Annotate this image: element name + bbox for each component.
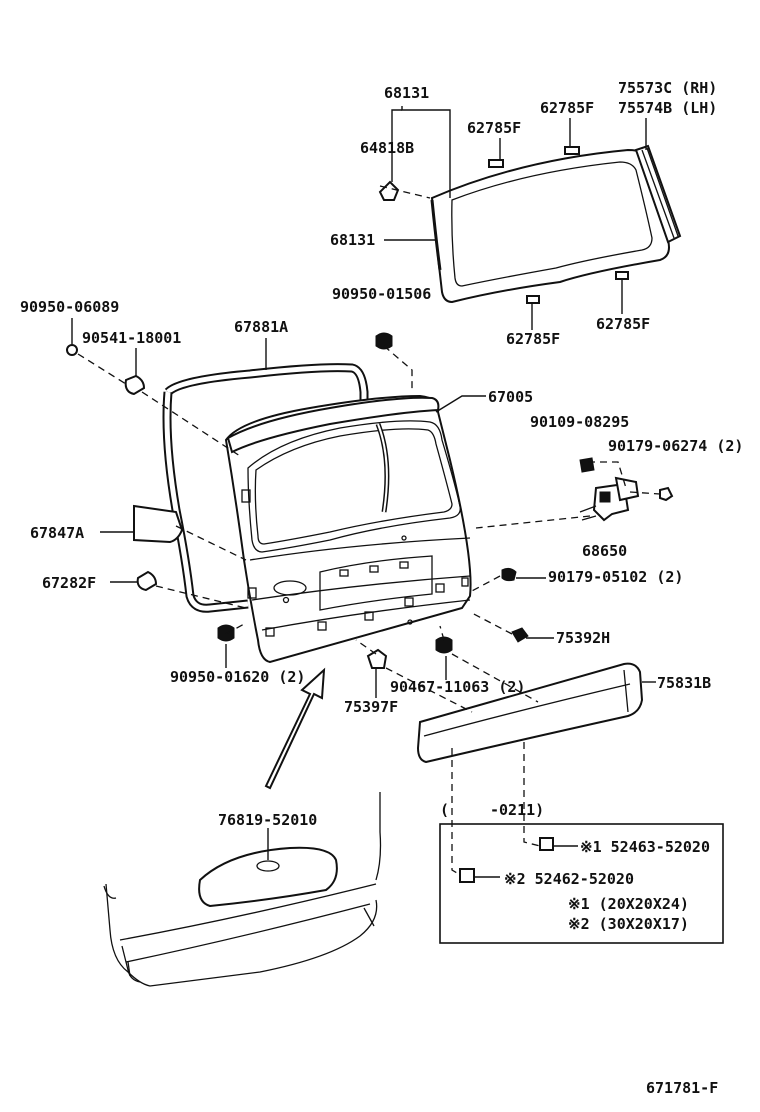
cushion-90541-18001 bbox=[124, 374, 146, 396]
label-75831b: 75831B bbox=[657, 674, 711, 692]
inset-paren-open: ( bbox=[440, 801, 449, 819]
label-75392h: 75392H bbox=[556, 629, 610, 647]
plug-90950-01620 bbox=[217, 624, 235, 642]
label-90179-06274: 90179-06274 (2) bbox=[608, 437, 743, 455]
label-62785f-bottom-right: 62785F bbox=[596, 315, 650, 333]
inset-note2: ※2 (30X20X17) bbox=[568, 915, 689, 933]
label-75397f: 75397F bbox=[344, 698, 398, 716]
label-90950-06089: 90950-06089 bbox=[20, 298, 119, 316]
label-67282f: 67282F bbox=[42, 574, 96, 592]
label-68131-top: 68131 bbox=[384, 84, 429, 102]
stopper-62785f-a bbox=[488, 159, 504, 168]
label-64818b: 64818B bbox=[360, 139, 414, 157]
nut-90179-06274 bbox=[659, 486, 674, 502]
nut-90179-05102 bbox=[501, 567, 517, 582]
clip-64818b bbox=[378, 180, 400, 201]
clip-75397f bbox=[366, 648, 388, 669]
clip-90467-11063 bbox=[435, 636, 453, 654]
label-62785f-top-right: 62785F bbox=[540, 99, 594, 117]
weatherstrip-67881a bbox=[162, 363, 369, 613]
label-67881a: 67881A bbox=[234, 318, 288, 336]
inset-item1: ※1 52463-52020 bbox=[580, 838, 710, 856]
handle-76819-52010 bbox=[256, 860, 280, 872]
bolt-90109-08295 bbox=[579, 457, 595, 473]
label-90179-05102: 90179-05102 (2) bbox=[548, 568, 683, 586]
leader-lines bbox=[71, 106, 656, 698]
label-75574b: 75574B (LH) bbox=[618, 99, 717, 117]
cushion-67282f bbox=[136, 570, 158, 592]
plug-90950-01506 bbox=[375, 332, 393, 350]
garnish-75831b bbox=[416, 662, 644, 764]
back-door-panel-67005 bbox=[224, 394, 472, 664]
label-68650: 68650 bbox=[582, 542, 627, 560]
trim-pad-67847a bbox=[133, 504, 184, 544]
label-62785f-top-left: 62785F bbox=[467, 119, 521, 137]
label-75573c: 75573C (RH) bbox=[618, 79, 717, 97]
screw-75392h bbox=[511, 627, 529, 643]
hinge-68650 bbox=[579, 476, 640, 522]
label-68131-side: 68131 bbox=[330, 231, 375, 249]
stopper-62785f-d bbox=[615, 271, 629, 280]
inset-item2: ※2 52462-52020 bbox=[504, 870, 634, 888]
label-62785f-bottom-left: 62785F bbox=[506, 330, 560, 348]
vehicle-rear-detail bbox=[103, 792, 382, 987]
label-67005: 67005 bbox=[488, 388, 533, 406]
pad-52462-52020 bbox=[459, 868, 475, 883]
inset-period: -0211) bbox=[490, 801, 544, 819]
figure-id: 671781-F bbox=[646, 1079, 718, 1097]
clip-90950-06089 bbox=[66, 344, 78, 356]
glass-molding-strip bbox=[634, 144, 682, 244]
inset-note1: ※1 (20X20X24) bbox=[568, 895, 689, 913]
label-76819-52010: 76819-52010 bbox=[218, 811, 317, 829]
label-90950-01620: 90950-01620 (2) bbox=[170, 668, 305, 686]
inset-box bbox=[439, 823, 724, 944]
view-arrow bbox=[264, 667, 326, 790]
stopper-62785f-c bbox=[526, 295, 540, 304]
label-90541-18001: 90541-18001 bbox=[82, 329, 181, 347]
label-90950-01506: 90950-01506 bbox=[332, 285, 431, 303]
pad-52463-52020 bbox=[539, 837, 554, 851]
label-90109-08295: 90109-08295 bbox=[530, 413, 629, 431]
label-67847a: 67847A bbox=[30, 524, 84, 542]
label-90467-11063: 90467-11063 (2) bbox=[390, 678, 525, 696]
dashed-leaders bbox=[77, 185, 661, 877]
rear-window-glass bbox=[430, 148, 670, 304]
stopper-62785f-b bbox=[564, 146, 580, 155]
